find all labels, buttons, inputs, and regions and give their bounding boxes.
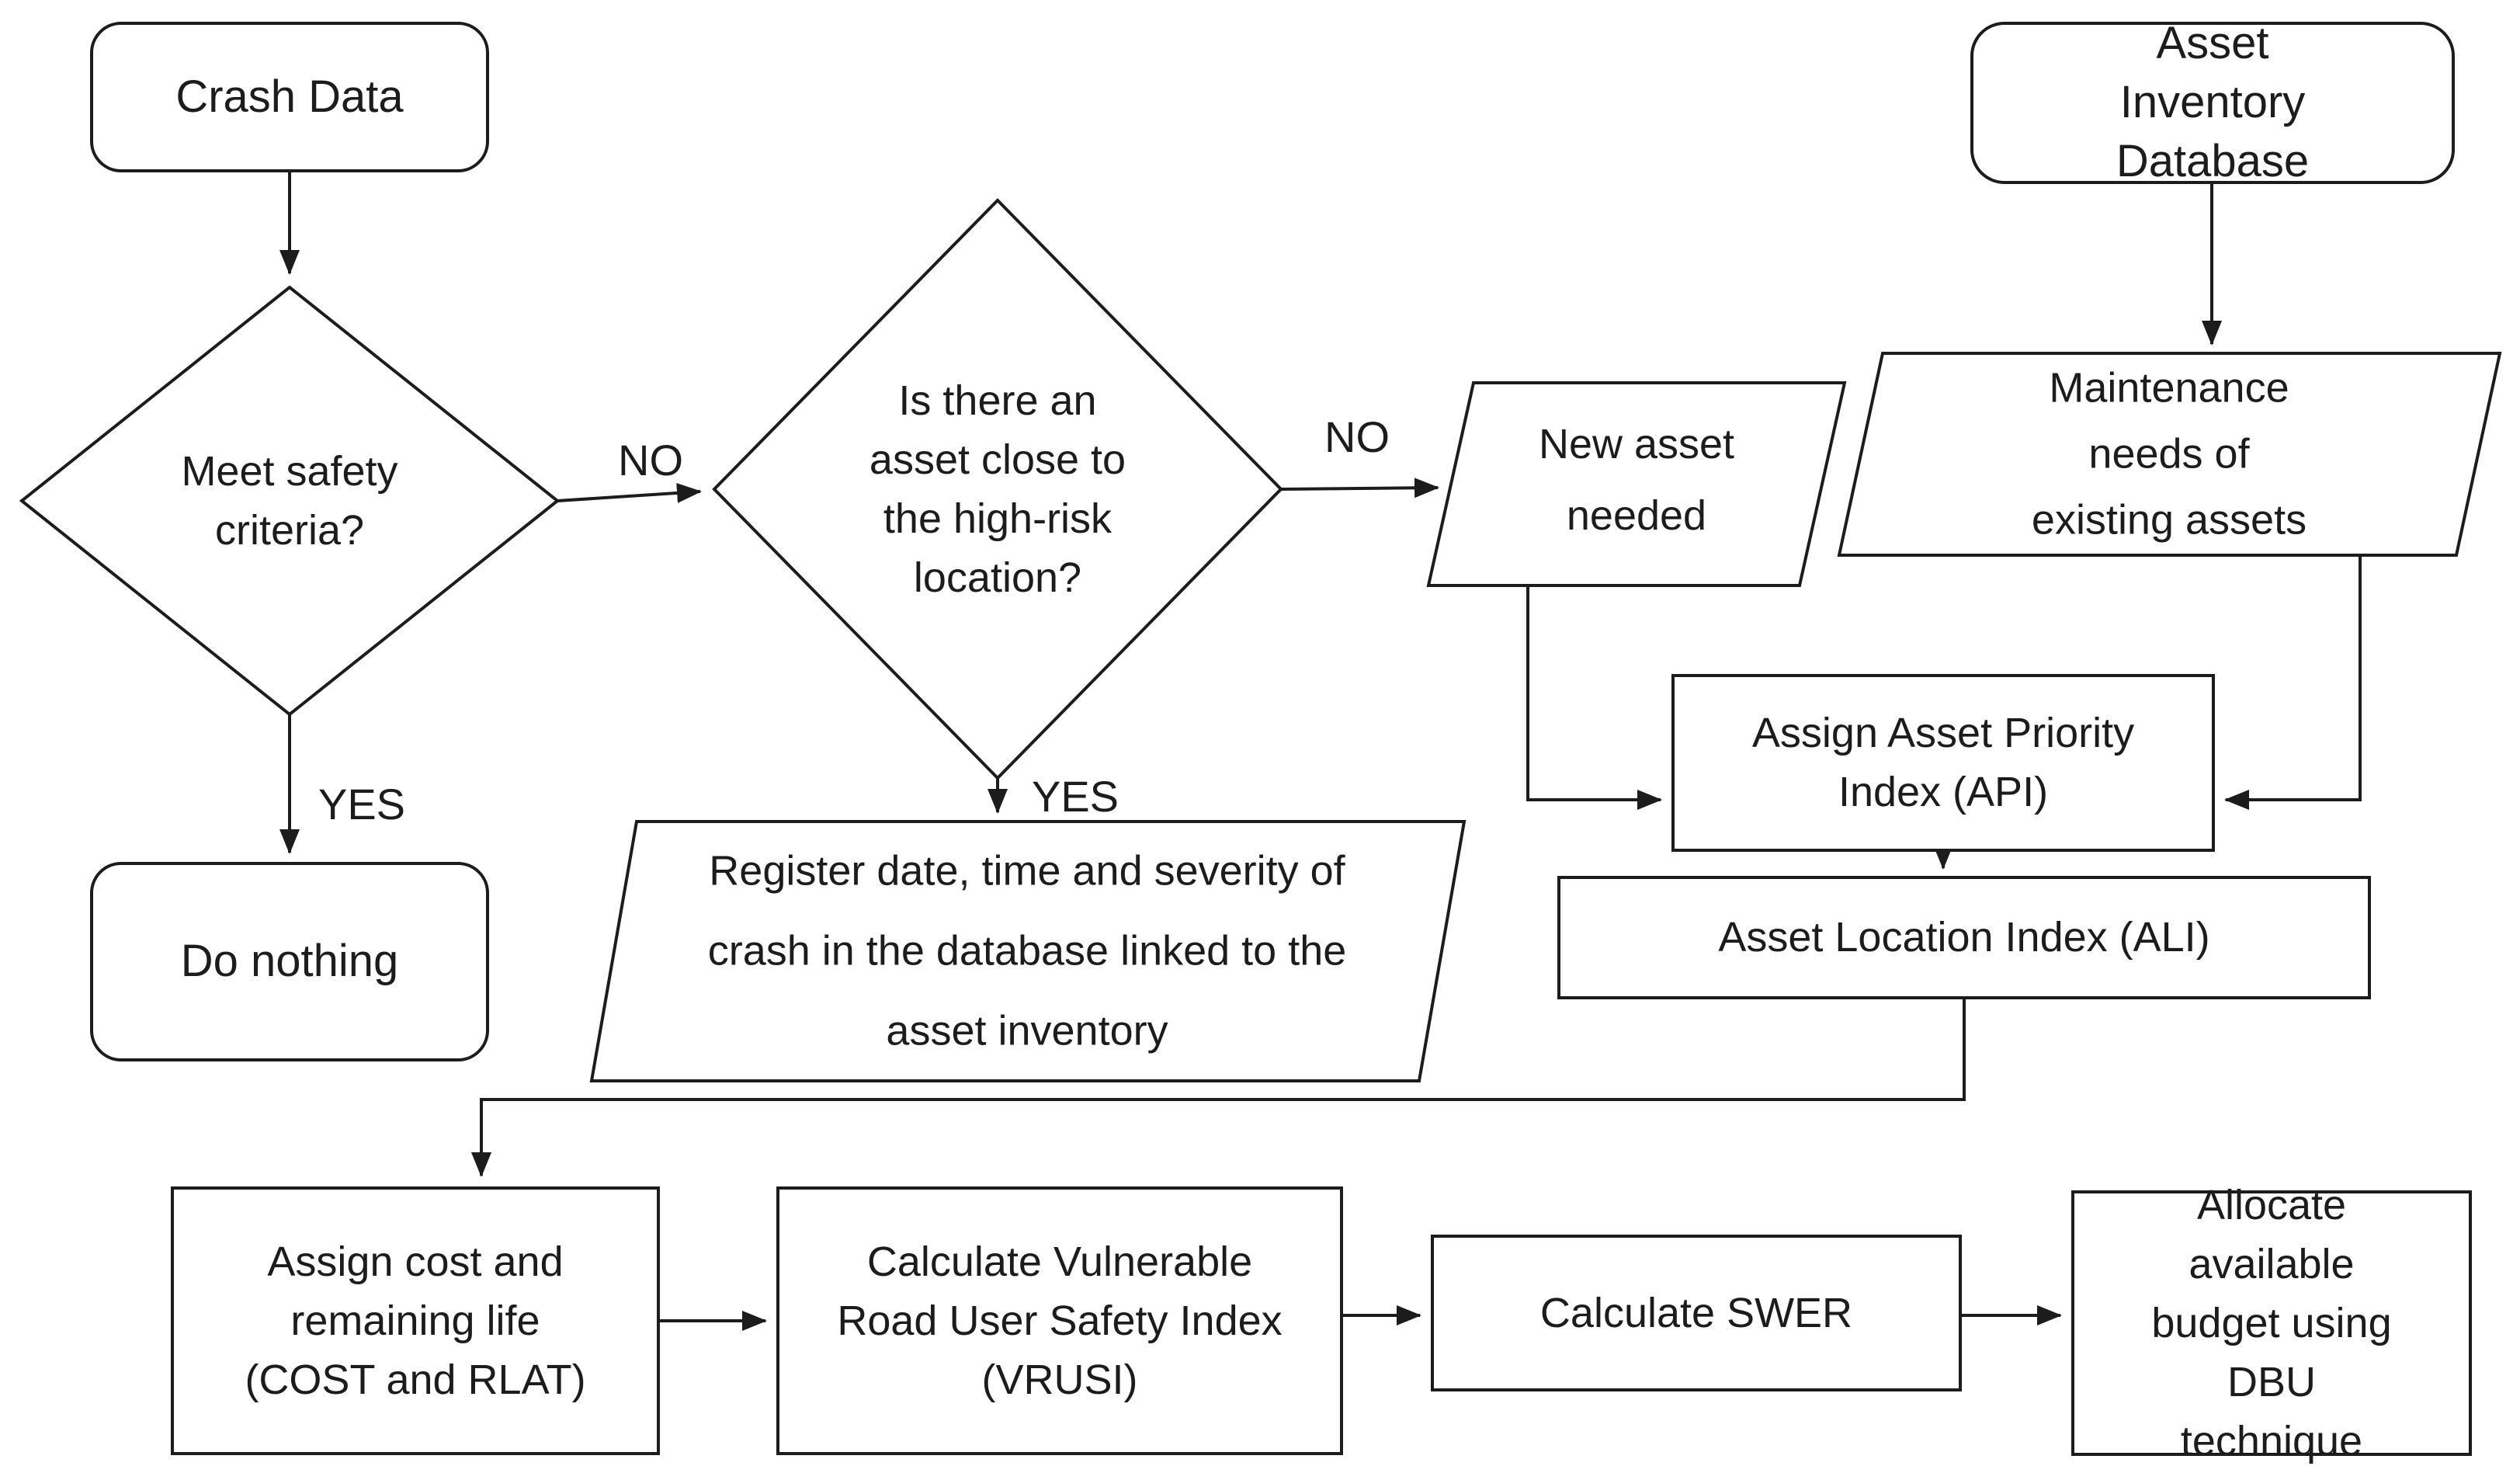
edge-ali-to-assign-cost <box>471 998 1966 1177</box>
edges-group <box>279 171 2362 1331</box>
nodes-group <box>19 22 2502 1456</box>
edge-label-no-meet-safety: NO <box>618 436 683 485</box>
swer-label: Calculate SWER <box>1539 1290 1853 1336</box>
asset-inventory-db-label: Asset Inventory Database <box>2116 18 2310 186</box>
edge-label-no-asset-close: NO <box>1324 412 1390 461</box>
meet-safety-diamond-shape <box>19 285 561 717</box>
asset-location-label: Asset Location Index (ALI) <box>1718 914 2210 961</box>
edge-label-yes-asset-close: YES <box>1031 772 1119 821</box>
allocate-budget-label: Allocate available budget using DBU tech… <box>2151 1182 2392 1464</box>
do-nothing-shape <box>90 862 489 1061</box>
new-asset-label: New asset needed <box>1538 421 1735 539</box>
register-crash-parallelogram-shape <box>589 820 1467 1082</box>
assign-api-shape <box>1671 674 2215 852</box>
maintenance-parallelogram-shape <box>1837 352 2502 557</box>
edge-maintenance-to-api <box>2224 555 2362 810</box>
vrusi-shape <box>776 1186 1343 1455</box>
edge-label-yes-meet-safety: YES <box>318 780 406 829</box>
crash-data-label: Crash Data <box>175 71 404 122</box>
edge-new-asset-to-api <box>1526 585 1662 810</box>
edge-asset-close-no-to-new-asset <box>1280 478 1439 499</box>
allocate-budget-shape <box>2071 1190 2472 1456</box>
edge-meet-safety-no-to-asset-close <box>557 482 702 503</box>
asset-close-label: Is there an asset close to the high-risk… <box>869 377 1126 601</box>
register-crash-label: Register date, time and severity of cras… <box>707 847 1347 1054</box>
asset-inventory-db-shape <box>1970 22 2455 184</box>
do-nothing-label: Do nothing <box>180 936 399 986</box>
assign-cost-shape <box>171 1186 660 1455</box>
maintenance-needs-label: Maintenance needs of existing assets <box>2031 364 2307 544</box>
crash-data-shape <box>90 22 489 172</box>
new-asset-parallelogram-shape <box>1426 381 1847 587</box>
assign-cost-label: Assign cost and remaining life (COST and… <box>245 1239 586 1403</box>
asset-close-diamond-shape <box>712 198 1283 780</box>
vrusi-label: Calculate Vulnerable Road User Safety In… <box>837 1239 1283 1403</box>
asset-location-shape <box>1557 876 2371 999</box>
meet-safety-label: Meet safety criteria? <box>181 448 398 554</box>
swer-shape <box>1431 1235 1962 1391</box>
assign-api-label: Assign Asset Priority Index (API) <box>1751 710 2135 815</box>
